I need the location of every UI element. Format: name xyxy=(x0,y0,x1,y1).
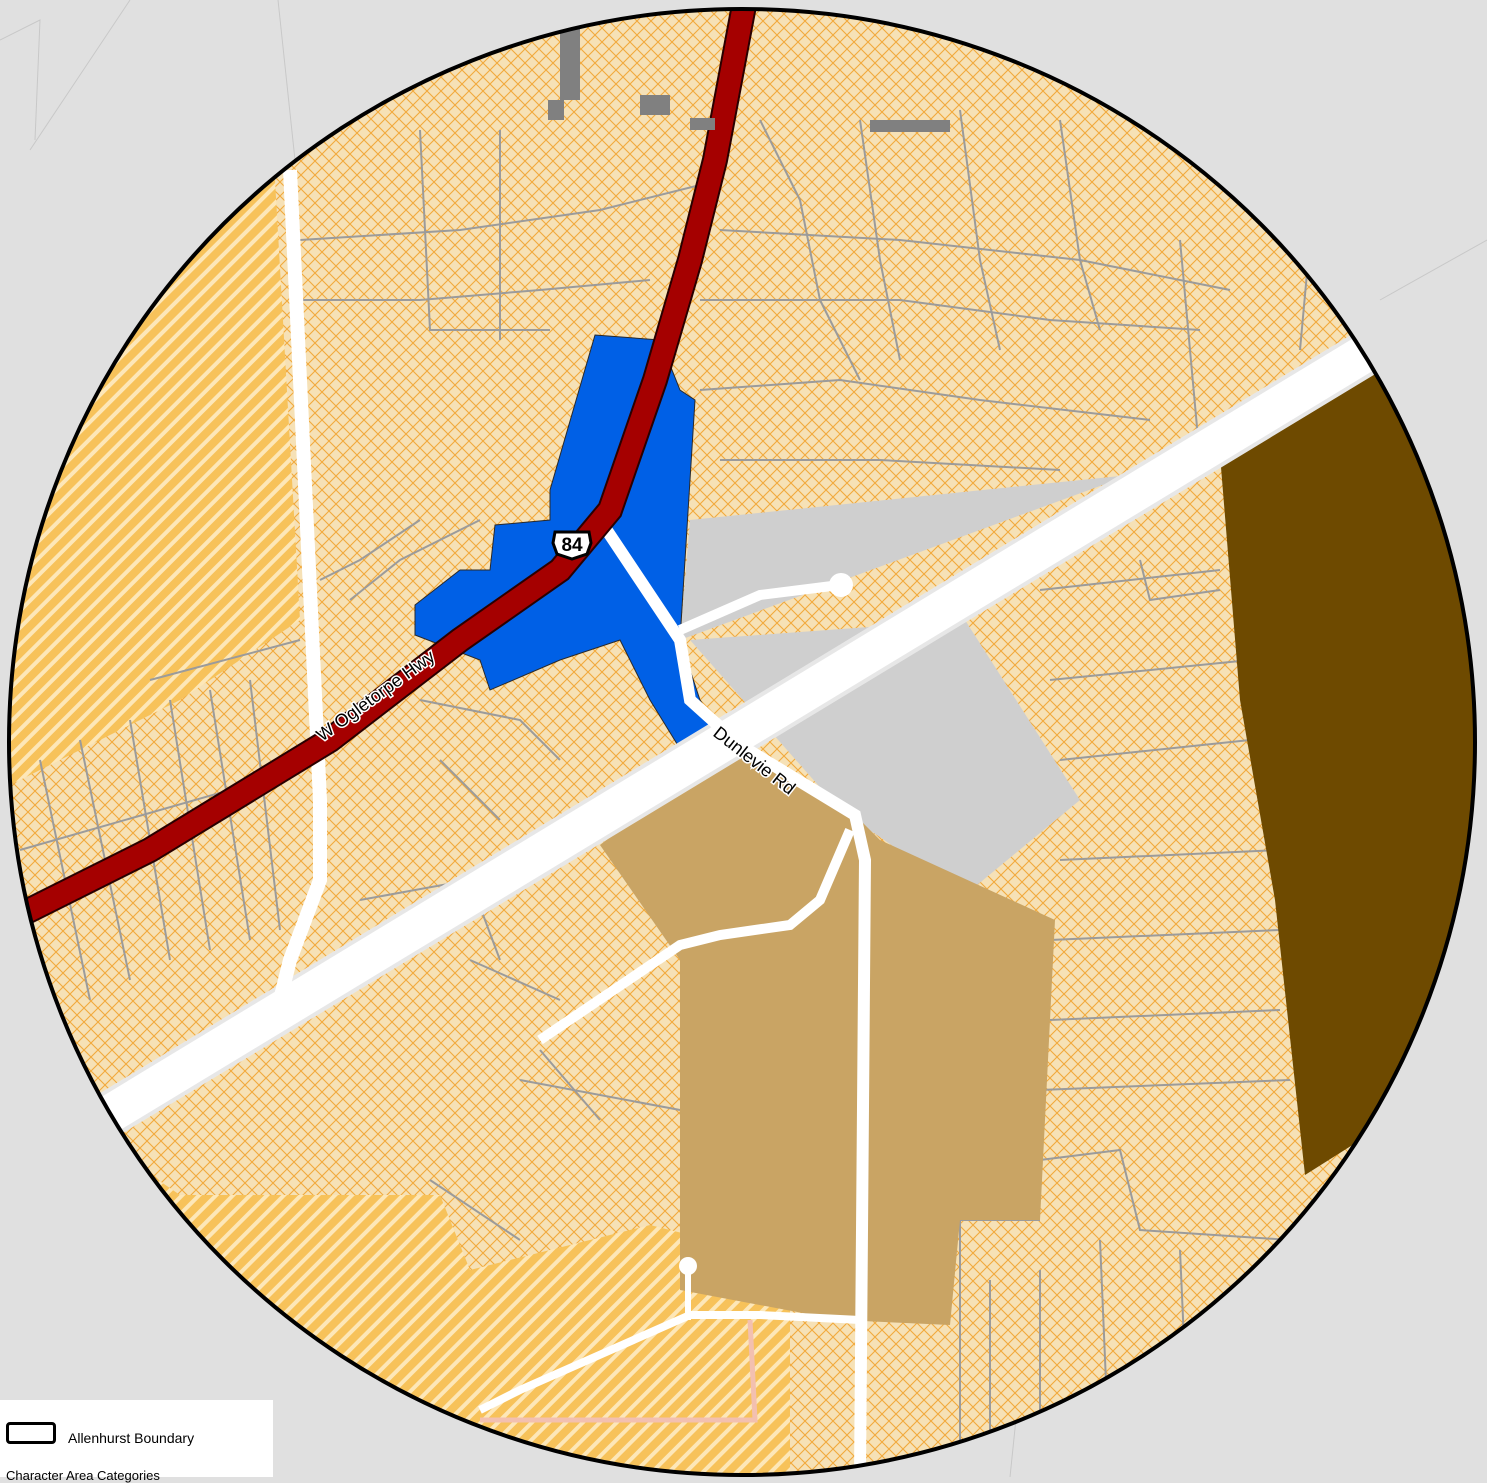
dunlevie-road xyxy=(595,516,872,1475)
cul-de-sac xyxy=(829,573,853,597)
frontage-road xyxy=(156,169,327,1086)
boundary-swatch-icon xyxy=(6,1422,56,1444)
south-inner-road xyxy=(480,1319,758,1423)
map-legend: Allenhurst Boundary Character Area Categ… xyxy=(0,1400,273,1483)
legend-boundary-label: Allenhurst Boundary xyxy=(68,1430,195,1446)
tan-area xyxy=(600,745,1055,1325)
branch-road xyxy=(537,828,855,1045)
route-84-shield: 84 xyxy=(551,530,593,561)
expressway-center xyxy=(90,303,1430,1137)
cul-de-sac-road xyxy=(677,580,841,635)
building-footprints xyxy=(548,20,950,132)
south-cul-de-sac-end xyxy=(679,1257,697,1275)
legend-categories-heading: Character Area Categories xyxy=(6,1468,160,1483)
allenhurst-boundary xyxy=(7,7,1477,1477)
svg-text:84: 84 xyxy=(561,535,583,556)
brown-area xyxy=(1220,360,1475,1175)
institutional-area-north xyxy=(680,475,1130,640)
